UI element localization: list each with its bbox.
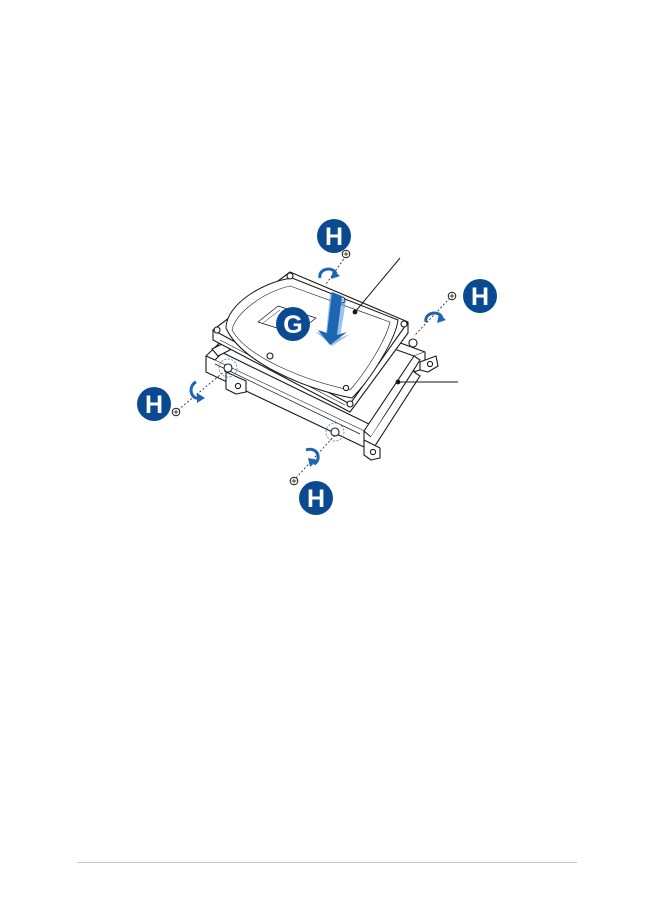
svg-text:G: G: [283, 311, 302, 339]
svg-text:H: H: [471, 283, 489, 311]
rotate-arrow-icon: [189, 380, 205, 403]
rotate-arrow-icon: [318, 267, 340, 279]
svg-text:H: H: [145, 391, 163, 419]
badge-h-top: H: [317, 219, 351, 253]
screw-icon: [341, 249, 351, 259]
screw-icon: [171, 407, 181, 417]
screw-bottom: [289, 433, 337, 486]
svg-text:H: H: [325, 223, 343, 251]
badge-h-left: H: [137, 387, 171, 421]
screw-left: [171, 369, 227, 417]
badge-g: G: [276, 307, 310, 341]
screw-icon: [289, 476, 299, 486]
footer-rule: [77, 862, 577, 863]
rotate-arrow-icon: [305, 447, 320, 467]
badge-h-right: H: [463, 279, 497, 313]
screw-icon: [447, 291, 457, 301]
svg-text:H: H: [307, 485, 325, 513]
hard-drive: [212, 257, 409, 413]
rotate-arrow-icon: [424, 311, 446, 323]
screw-top: [318, 249, 351, 285]
insert-arrow-icon: [316, 292, 350, 346]
screw-right: [413, 291, 457, 337]
badge-h-bottom: H: [299, 481, 333, 515]
